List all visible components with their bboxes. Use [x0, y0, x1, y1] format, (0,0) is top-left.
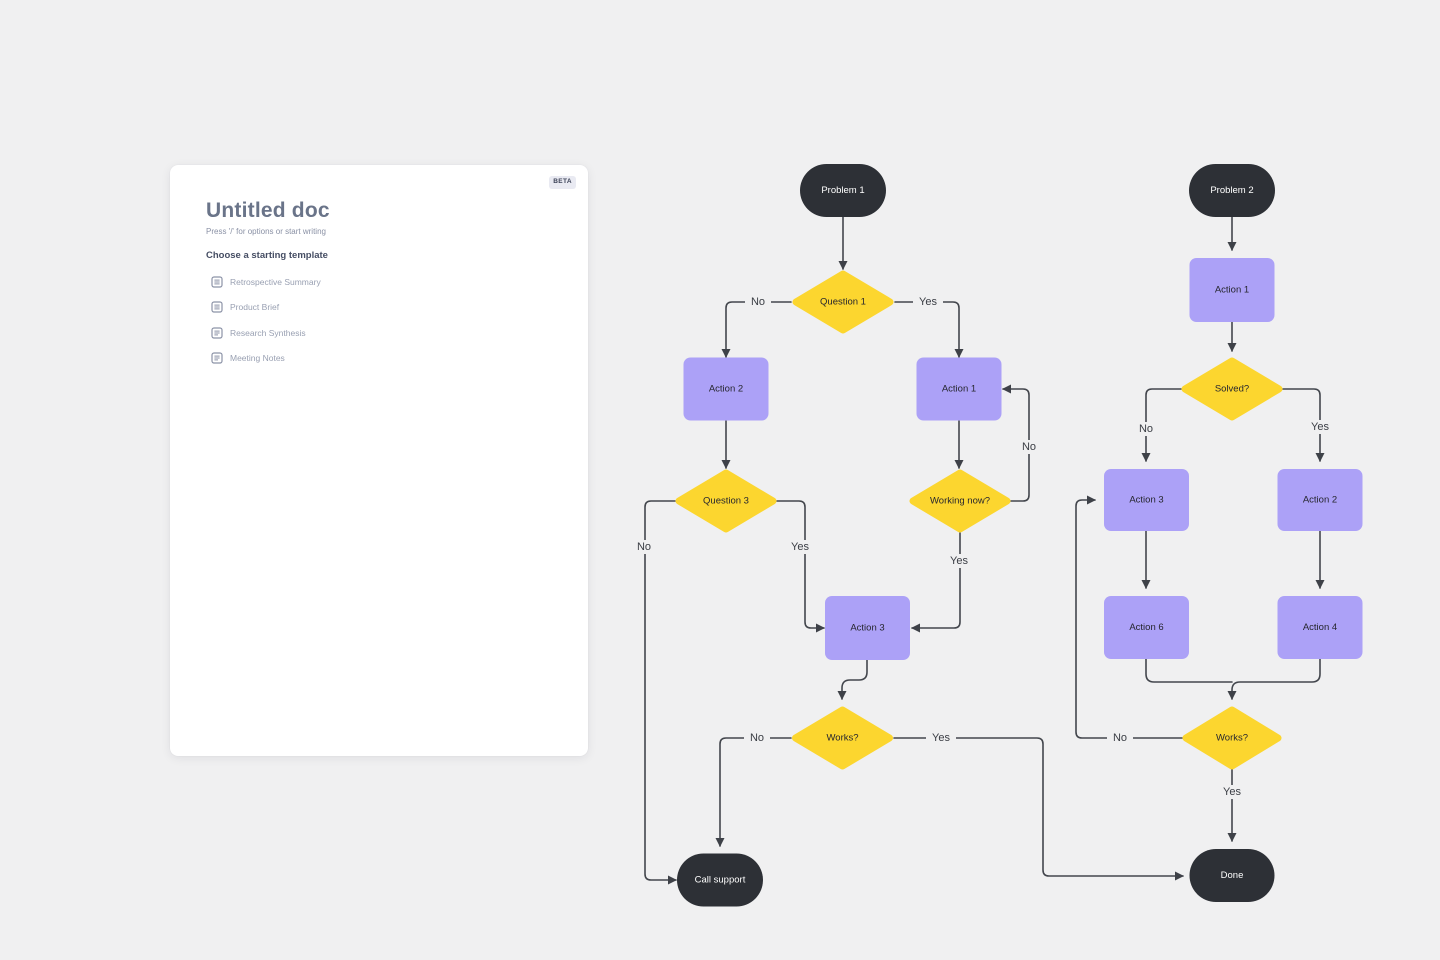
svg-text:No: No: [637, 541, 651, 553]
flow-node-action-6[interactable]: Action 6: [1104, 596, 1189, 659]
template-item-retrospective-summary[interactable]: Retrospective Summary: [211, 269, 321, 295]
edge-label-working-yes: Yes: [944, 554, 974, 568]
svg-text:Question 1: Question 1: [820, 297, 866, 308]
flow-node-action-3-b[interactable]: Action 3: [1104, 469, 1189, 531]
beta-badge: BETA: [549, 176, 576, 189]
flow-node-working-now[interactable]: Working now?: [909, 469, 1011, 533]
edge-label-q3-yes: Yes: [785, 540, 815, 554]
svg-text:Action 6: Action 6: [1129, 622, 1163, 633]
svg-text:Works?: Works?: [1216, 733, 1248, 744]
edge-label-q1-yes: Yes: [913, 295, 943, 309]
svg-text:Action 3: Action 3: [1129, 495, 1163, 506]
edge-question3-yes-action3: [776, 500, 825, 633]
edge-label-solved-no: No: [1133, 422, 1159, 436]
flow-node-call-support[interactable]: Call support: [677, 853, 763, 907]
edge-action3-works: [837, 659, 868, 700]
doc-panel: BETA Untitled doc Press '/' for options …: [170, 165, 588, 756]
document-icon: [211, 301, 223, 313]
flow-node-question-3[interactable]: Question 3: [675, 469, 777, 533]
edge-question3-no-callsupport: [644, 500, 677, 885]
flow-node-done[interactable]: Done: [1189, 849, 1275, 902]
flow-node-action-2-b[interactable]: Action 2: [1277, 469, 1363, 531]
flowchart-edges: [644, 216, 1325, 885]
template-list: Retrospective Summary Product Brief Rese…: [211, 269, 321, 371]
template-item-label: Retrospective Summary: [230, 276, 321, 287]
svg-text:Yes: Yes: [1311, 421, 1329, 433]
svg-text:Done: Done: [1221, 870, 1244, 881]
template-item-meeting-notes[interactable]: Meeting Notes: [211, 346, 321, 372]
flow-node-action-2[interactable]: Action 2: [683, 357, 769, 421]
svg-text:Problem 2: Problem 2: [1210, 185, 1253, 196]
svg-text:Yes: Yes: [1223, 786, 1241, 798]
edge-label-q3-no: No: [631, 540, 657, 554]
template-item-label: Research Synthesis: [230, 327, 306, 338]
edge-solved-yes-action2: [1282, 388, 1325, 462]
edge-question1-yes-action1: [894, 301, 964, 358]
svg-text:No: No: [751, 296, 765, 308]
flow-node-question-1[interactable]: Question 1: [792, 270, 894, 334]
edge-label-works1-no: No: [744, 731, 770, 745]
flowchart-nodes-flow2: Problem 2 Action 1 Solved? Action 3 Acti…: [1104, 164, 1363, 902]
svg-text:Works?: Works?: [826, 733, 858, 744]
svg-text:Working now?: Working now?: [930, 496, 990, 507]
svg-text:No: No: [1022, 441, 1036, 453]
flow-node-problem-1[interactable]: Problem 1: [800, 164, 886, 217]
edge-works-yes-done: [893, 737, 1184, 881]
edge-works-no-callsupport: [715, 737, 792, 847]
edge-label-works1-yes: Yes: [926, 731, 956, 745]
edge-label-q1-no: No: [745, 295, 771, 309]
edge-label-works2-no: No: [1107, 731, 1133, 745]
svg-text:Yes: Yes: [919, 296, 937, 308]
flow-node-works-2[interactable]: Works?: [1182, 706, 1282, 770]
edge-solved-no-action3: [1141, 388, 1182, 462]
flow-node-action-4[interactable]: Action 4: [1277, 596, 1363, 659]
svg-text:Yes: Yes: [791, 541, 809, 553]
edge-label-working-no: No: [1016, 440, 1042, 454]
svg-text:No: No: [750, 732, 764, 744]
template-item-product-brief[interactable]: Product Brief: [211, 295, 321, 321]
svg-text:Action 1: Action 1: [942, 384, 976, 395]
svg-text:Yes: Yes: [950, 555, 968, 567]
flow-node-action-1-b[interactable]: Action 1: [1189, 258, 1275, 322]
svg-text:No: No: [1139, 423, 1153, 435]
edge-works2-no-action3: [1075, 495, 1183, 739]
edge-action6-merge: [1145, 658, 1233, 683]
flow-node-problem-2[interactable]: Problem 2: [1189, 164, 1275, 217]
svg-text:Question 3: Question 3: [703, 496, 749, 507]
template-item-label: Product Brief: [230, 302, 280, 313]
svg-text:Solved?: Solved?: [1215, 384, 1249, 395]
document-icon: [211, 352, 223, 364]
flowchart-edge-labels: No Yes No Yes No Yes No Yes: [631, 295, 1335, 799]
templates-heading: Choose a starting template: [206, 250, 328, 261]
svg-text:Action 3: Action 3: [850, 623, 884, 634]
edge-question1-no-action2: [721, 301, 792, 358]
flow-node-solved[interactable]: Solved?: [1181, 357, 1283, 421]
template-item-research-synthesis[interactable]: Research Synthesis: [211, 320, 321, 346]
flow-node-works-1[interactable]: Works?: [792, 706, 893, 770]
flowchart-nodes-flow1: Problem 1 Question 1 Action 2 Action 1 Q…: [675, 164, 1011, 907]
document-icon: [211, 276, 223, 288]
edge-label-works2-yes: Yes: [1217, 785, 1247, 799]
svg-text:No: No: [1113, 732, 1127, 744]
svg-text:Action 4: Action 4: [1303, 622, 1337, 633]
svg-text:Action 2: Action 2: [1303, 495, 1337, 506]
svg-text:Action 1: Action 1: [1215, 285, 1249, 296]
doc-editor-placeholder[interactable]: Press '/' for options or start writing: [206, 227, 326, 236]
svg-text:Problem 1: Problem 1: [821, 185, 864, 196]
doc-title[interactable]: Untitled doc: [206, 199, 330, 222]
edge-workingnow-yes-action3: [911, 532, 961, 633]
flow-node-action-3[interactable]: Action 3: [825, 596, 910, 660]
svg-text:Yes: Yes: [932, 732, 950, 744]
edge-action4-merge-works: [1227, 658, 1321, 700]
template-item-label: Meeting Notes: [230, 353, 285, 364]
svg-text:Action 2: Action 2: [709, 384, 743, 395]
svg-text:Call support: Call support: [695, 875, 746, 886]
edge-label-solved-yes: Yes: [1305, 420, 1335, 434]
flow-node-action-1[interactable]: Action 1: [916, 357, 1002, 421]
document-icon: [211, 327, 223, 339]
